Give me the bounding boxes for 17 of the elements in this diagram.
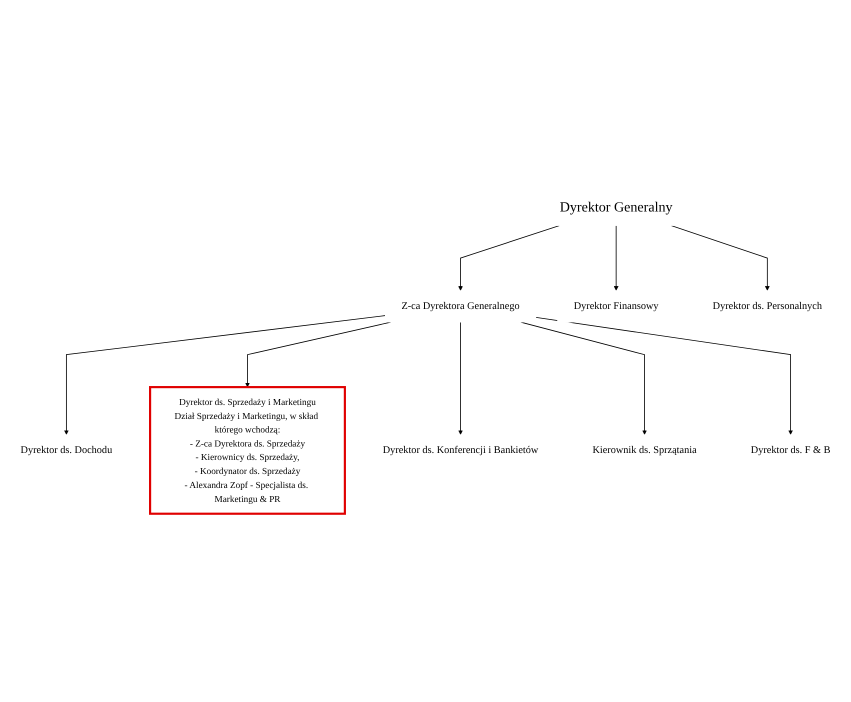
arrow [64,315,386,435]
node-text: Dyrektor Finansowy [574,300,659,312]
node-text: Z-ca Dyrektora Generalnego [401,300,520,312]
arrow [245,322,392,388]
node-text: Dyrektor ds. Dochodu [20,444,112,456]
node-text: Dyrektor ds. Konferencji i Bankietów [382,444,538,456]
arrow [535,316,793,435]
arrow [670,225,770,291]
node-text: Dyrektor ds. Personalnych [712,300,822,312]
node-box: Dyrektor ds. Sprzedaży i Marketingu Dział Sprzedaży i Marketingu, w skład którego wchodzą: - Z-ca Dyrektora ds. Sprzedaży - Kierownicy ds. Sprzedaży, - Koordynator ds. Sprzedaży - Alexandra Zopf - Specjalista ds. Marketingu & PR [149,386,346,515]
node-text: Kierownik ds. Sprzątania [592,444,697,456]
arrow [458,322,463,435]
node-text: Dyrektor ds. F & B [750,444,830,456]
arrow [614,225,619,291]
arrow [520,322,647,435]
arrow [458,225,560,291]
node-text: Dyrektor Generalny [560,199,673,215]
